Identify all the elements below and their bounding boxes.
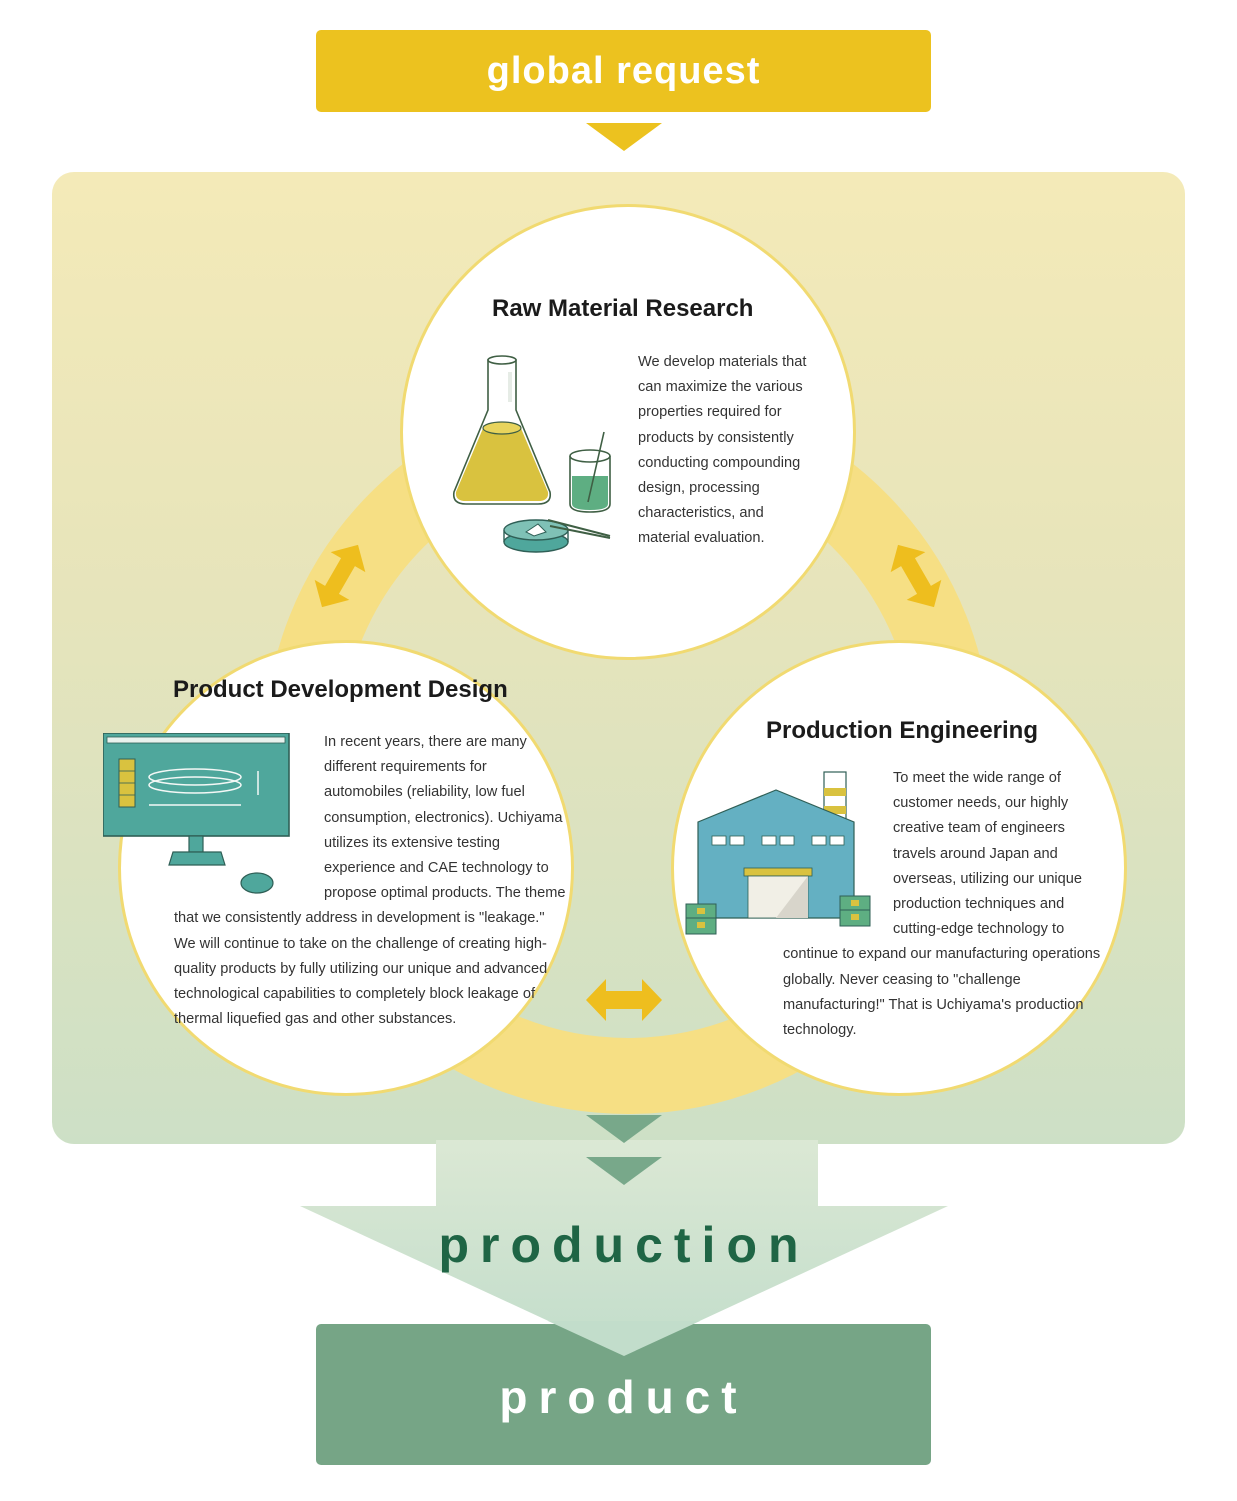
product-development-text-block: In recent years, there are many differen… xyxy=(174,730,566,1032)
raw-material-circle xyxy=(400,204,856,660)
product-development-text: In recent years, there are many differen… xyxy=(174,734,566,1028)
down-arrow-icon xyxy=(586,123,662,151)
computer-monitor-mouse-icon xyxy=(103,733,290,894)
double-arrow-bottom-icon xyxy=(586,979,662,1021)
double-arrow-left-icon xyxy=(314,544,366,608)
product-label: product xyxy=(499,1371,748,1423)
production-label: production xyxy=(438,1217,810,1273)
double-arrow-right-icon xyxy=(890,544,942,608)
flask-beaker-petri-dish-icon xyxy=(452,355,611,553)
factory-icon xyxy=(685,771,871,935)
production-engineering-title: Production Engineering xyxy=(766,717,1039,744)
raw-material-text: We develop materials that can maximize t… xyxy=(638,354,807,547)
product-development-circle xyxy=(118,640,574,1096)
production-engineering-text-block: To meet the wide range of customer needs… xyxy=(783,766,1101,1043)
product-development-title: Product Development Design xyxy=(173,676,508,703)
double-chevron-down-icon xyxy=(586,1115,662,1185)
global-request-label: global request xyxy=(316,30,931,112)
raw-material-title: Raw Material Research xyxy=(492,295,754,322)
production-engineering-text: To meet the wide range of customer needs… xyxy=(783,770,1101,1039)
